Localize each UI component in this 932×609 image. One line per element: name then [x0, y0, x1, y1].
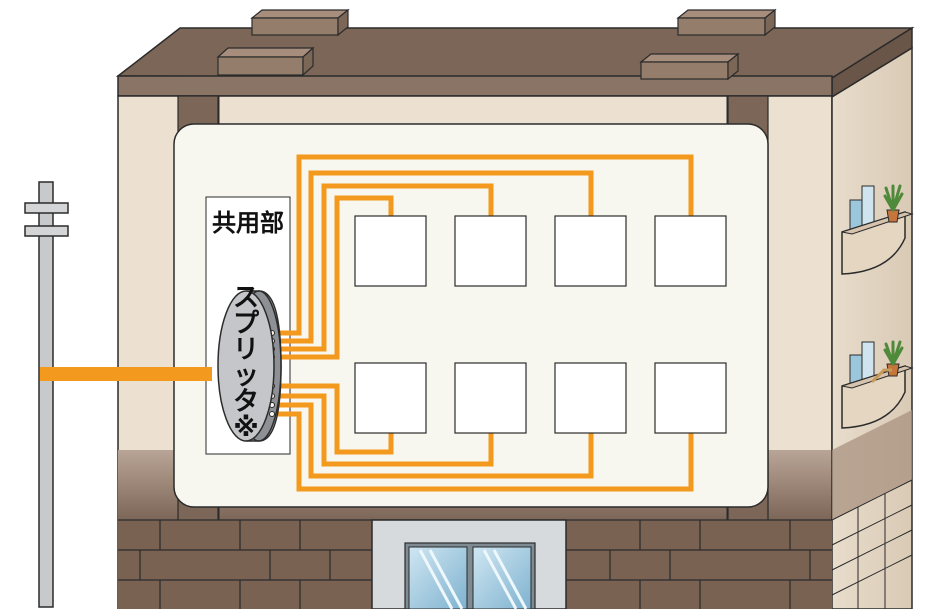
fiber-to-lower-unit-2: [274, 393, 494, 467]
fiber-cables: [40, 154, 694, 492]
unit-box: [454, 215, 527, 287]
unit-box: [654, 215, 727, 287]
unit-box: [654, 362, 727, 434]
plant-icon: [883, 340, 904, 377]
side-wall: [831, 46, 913, 609]
brick-base: [118, 519, 832, 609]
fiber-to-upper-unit-2: [274, 183, 494, 352]
unit-box: [554, 362, 627, 434]
fiber-to-upper-unit-3: [274, 170, 594, 344]
unit-box: [554, 215, 627, 287]
balcony-upper: [841, 184, 914, 275]
plant-icon: [883, 184, 904, 223]
utility-pole: [24, 181, 69, 608]
fiber-to-lower-unit-3: [274, 402, 594, 479]
common-area-label: 共用部: [212, 209, 284, 237]
fiber-to-lower-unit-4: [274, 411, 694, 492]
unit-box: [354, 362, 427, 434]
entrance-door: [371, 519, 567, 609]
splitter-label: スプリッタ※: [233, 283, 260, 443]
units-upper-row: [354, 215, 727, 287]
roof-vents: [216, 8, 777, 81]
balcony-lower: [841, 340, 914, 429]
fiber-to-lower-unit-1: [274, 383, 394, 455]
unit-box: [454, 362, 527, 434]
units-lower-row: [354, 362, 727, 434]
chair-icon: [870, 368, 892, 384]
splitter: [217, 290, 282, 442]
fiber-to-upper-unit-1: [274, 195, 394, 360]
unit-box: [354, 215, 427, 287]
fiber-to-upper-unit-4: [274, 154, 694, 336]
